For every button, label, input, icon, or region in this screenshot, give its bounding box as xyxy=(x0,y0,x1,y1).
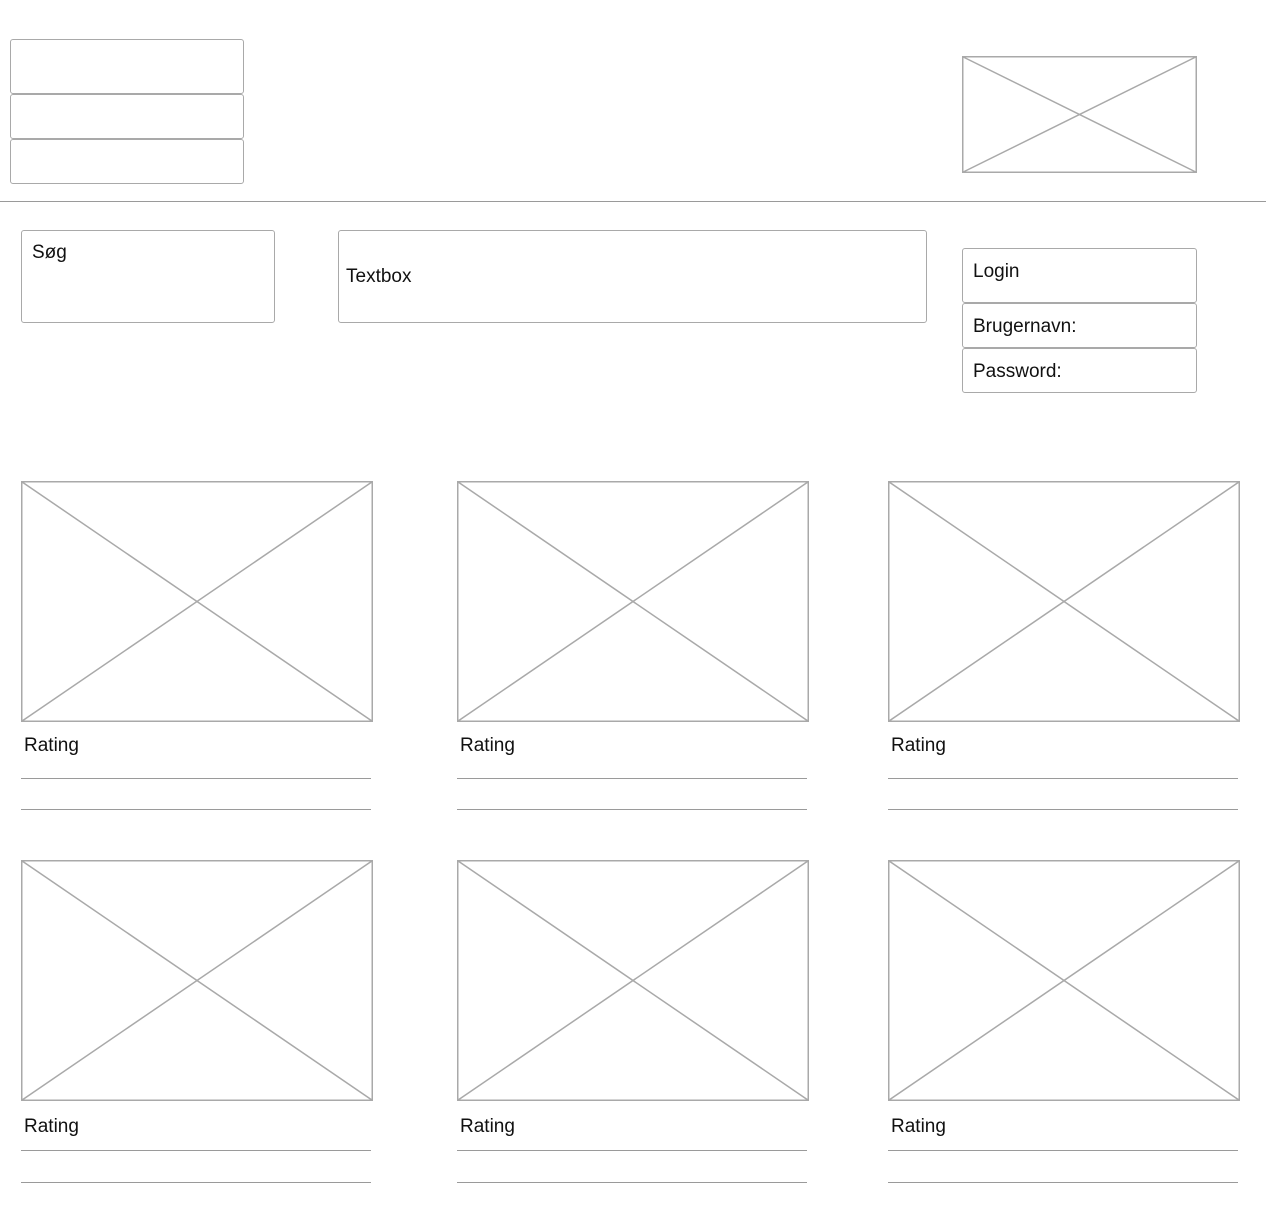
login-box[interactable]: Login xyxy=(962,248,1197,303)
description-line-1 xyxy=(21,1150,371,1151)
textbox-label: Textbox xyxy=(346,266,412,287)
login-title: Login xyxy=(973,261,1020,282)
product-image-placeholder-icon[interactable] xyxy=(457,860,809,1101)
description-line-1 xyxy=(21,778,371,779)
search-button[interactable]: Søg xyxy=(21,230,275,323)
description-line-2 xyxy=(21,809,371,810)
logo-placeholder-icon xyxy=(962,56,1197,173)
header-divider xyxy=(0,201,1266,202)
description-line-2 xyxy=(888,809,1238,810)
menu-item-1[interactable] xyxy=(10,39,244,94)
description-line-2 xyxy=(457,1182,807,1183)
description-line-1 xyxy=(888,1150,1238,1151)
search-label: Søg xyxy=(32,242,67,263)
description-line-1 xyxy=(457,1150,807,1151)
description-line-1 xyxy=(888,778,1238,779)
menu-item-3[interactable] xyxy=(10,139,244,184)
product-image-placeholder-icon[interactable] xyxy=(888,481,1240,722)
description-line-2 xyxy=(457,809,807,810)
password-label: Password: xyxy=(973,361,1062,382)
product-image-placeholder-icon[interactable] xyxy=(457,481,809,722)
description-line-1 xyxy=(457,778,807,779)
rating-label: Rating xyxy=(24,735,79,756)
rating-label: Rating xyxy=(460,1116,515,1137)
rating-label: Rating xyxy=(460,735,515,756)
username-label: Brugernavn: xyxy=(973,316,1077,337)
username-field[interactable]: Brugernavn: xyxy=(962,303,1197,348)
menu-item-2[interactable] xyxy=(10,94,244,139)
password-field[interactable]: Password: xyxy=(962,348,1197,393)
product-image-placeholder-icon[interactable] xyxy=(21,481,373,722)
product-image-placeholder-icon[interactable] xyxy=(888,860,1240,1101)
product-image-placeholder-icon[interactable] xyxy=(21,860,373,1101)
description-line-2 xyxy=(888,1182,1238,1183)
search-textbox[interactable]: Textbox xyxy=(338,230,927,323)
description-line-2 xyxy=(21,1182,371,1183)
rating-label: Rating xyxy=(891,1116,946,1137)
rating-label: Rating xyxy=(24,1116,79,1137)
rating-label: Rating xyxy=(891,735,946,756)
